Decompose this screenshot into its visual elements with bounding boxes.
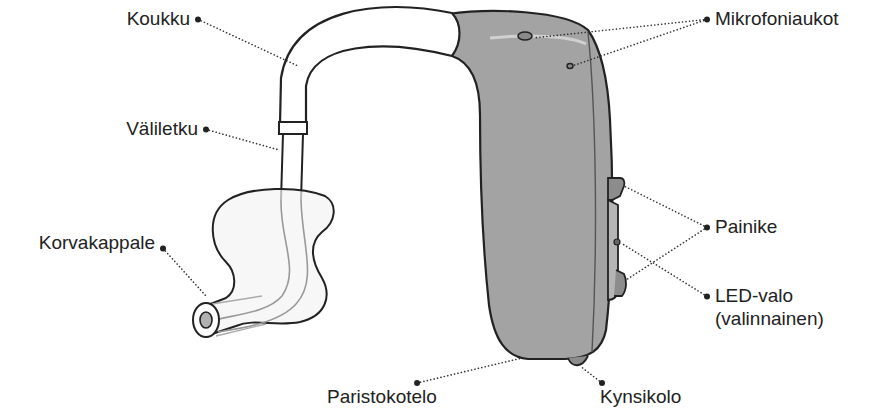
- leader-line: [417, 358, 522, 383]
- canal-opening: [200, 312, 212, 328]
- part-label: Mikrofoniaukot: [715, 8, 839, 31]
- hook-band: [279, 122, 307, 134]
- led-light: [614, 239, 620, 245]
- leader-dot: [704, 16, 710, 22]
- button: [614, 270, 626, 296]
- microphone-opening: [567, 64, 573, 69]
- leader-line: [206, 129, 279, 150]
- device-body: [448, 11, 612, 359]
- part-label: Koukku: [127, 8, 190, 31]
- part-label: Kynsikolo: [600, 386, 681, 409]
- button: [608, 178, 624, 200]
- part-label: Korvakappale: [39, 232, 155, 255]
- leader-line: [198, 19, 298, 66]
- body-seam: [588, 32, 595, 352]
- leader-line: [163, 248, 206, 296]
- leader-line: [572, 19, 707, 66]
- leader-dot: [414, 380, 420, 386]
- leader-dot: [195, 16, 201, 22]
- leader-line: [621, 243, 707, 296]
- part-label: Painike: [715, 216, 777, 239]
- nail-groove: [568, 356, 588, 365]
- part-label: LED-valo (valinnainen): [715, 285, 880, 331]
- leader-line: [580, 366, 602, 383]
- microphone-opening: [518, 32, 532, 40]
- leader-dot: [160, 245, 166, 251]
- leader-dot: [203, 126, 209, 132]
- canal-tip: [193, 303, 219, 337]
- tube-inside-mold: [218, 200, 308, 332]
- leader-line: [624, 186, 707, 227]
- body-highlight: [490, 36, 586, 44]
- ear-mold: [200, 189, 334, 334]
- canal-tube: [212, 296, 266, 336]
- part-label: Paristokotelo: [327, 386, 437, 409]
- leader-dot: [704, 293, 710, 299]
- hook: [280, 7, 460, 124]
- leader-dot: [599, 380, 605, 386]
- part-label: Väliletku: [126, 118, 198, 141]
- leader-dot: [704, 224, 710, 230]
